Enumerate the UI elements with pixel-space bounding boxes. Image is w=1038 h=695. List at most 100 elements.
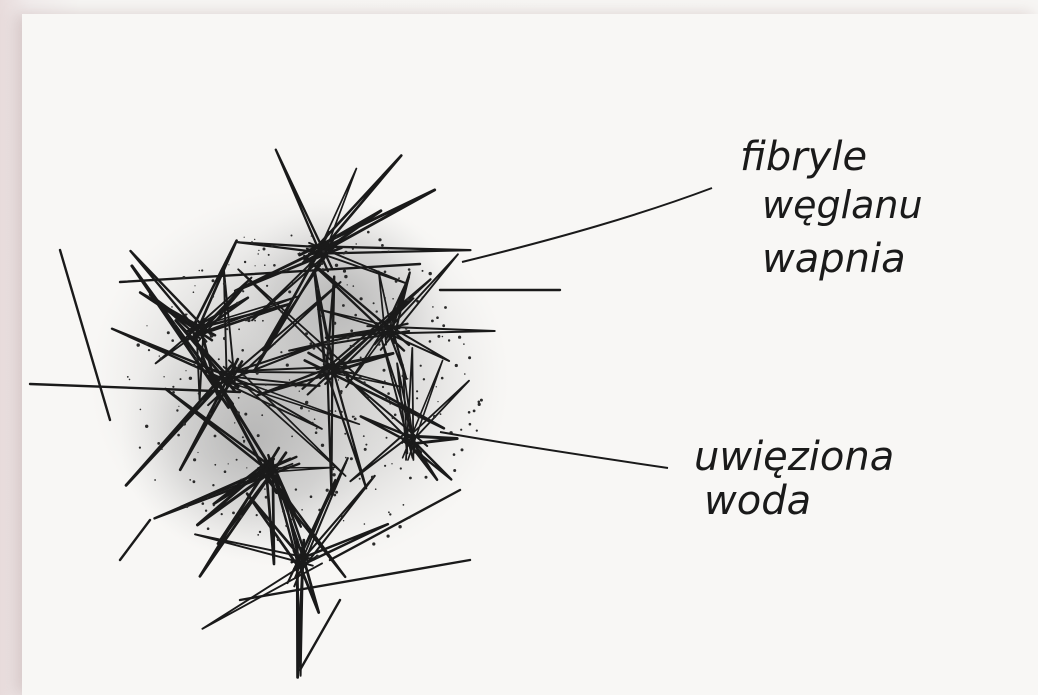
stipple-dot [291,235,293,237]
stipple-dot [205,510,207,512]
stipple-dot [291,436,293,438]
stipple-dot [289,379,290,380]
stipple-dot [194,285,195,286]
stipple-dot [332,468,334,470]
stipple-dot [305,332,308,335]
stipple-dot [340,515,343,518]
stipple-dot [359,346,361,348]
stipple-dot [350,345,352,347]
stipple-dot [265,496,268,499]
stipple-dot [193,291,195,293]
stipple-dot [199,270,201,272]
stipple-dot [383,290,384,291]
stipple-dot [224,470,227,473]
stipple-dot [201,269,203,271]
stipple-dot [178,406,179,407]
stipple-dot [378,238,381,241]
stipple-dot [267,523,268,524]
stipple-dot [207,527,210,530]
stipple-dot [292,282,294,284]
stipple-dot [436,316,439,319]
stipple-dot [409,517,411,519]
stipple-dot [478,401,481,404]
stipple-dot [431,320,434,323]
stipple-dot [343,520,344,521]
stipple-dot [228,255,229,256]
stipple-dot [468,356,471,359]
stipple-dot [316,449,318,451]
stipple-dot [383,327,385,329]
stipple-dot [251,241,254,244]
stipple-dot [264,488,266,490]
label-water-line-2: woda [704,478,811,524]
stipple-dot [347,336,349,338]
stipple-dot [350,376,352,378]
stipple-dot [343,270,346,273]
stipple-dot [244,237,245,238]
stipple-dot [316,555,319,558]
stipple-dot [209,413,211,415]
stipple-dot [378,343,381,346]
stipple-dot [350,329,353,332]
stipple-dot [371,476,374,479]
stipple-dot [383,369,386,372]
stipple-dot [387,392,390,395]
fibril-long-stroke [120,520,150,560]
stipple-dot [455,364,458,367]
stipple-dot [350,457,353,460]
stipple-dot [195,357,198,360]
stipple-dot [361,304,362,305]
stipple-dot [384,381,386,383]
stipple-dot [353,285,355,287]
stipple-dot [172,386,174,388]
stipple-dot [210,335,213,338]
stipple-dot [274,484,276,486]
stipple-dot [448,339,450,341]
stipple-dot [422,270,424,272]
stipple-dot [324,362,327,365]
stipple-dot [265,389,267,391]
stipple-dot [238,328,240,330]
stipple-dot [332,473,335,476]
stipple-dot [336,341,338,343]
stipple-dot [388,511,390,513]
stipple-dot [127,376,129,378]
stipple-dot [336,236,337,237]
stipple-dot [358,375,360,377]
stipple-dot [420,365,422,367]
stipple-dot [192,364,195,367]
leader-line-fibrils [462,188,712,262]
stipple-dot [373,302,375,304]
stipple-dot [161,448,163,450]
stipple-dot [370,532,372,534]
stipple-dot [288,290,291,293]
stipple-dot [240,515,243,518]
stipple-dot [325,370,328,373]
stipple-dot [385,297,386,298]
stipple-dot [344,433,346,435]
stipple-dot [321,315,323,317]
stipple-dot [274,343,276,345]
stipple-dot [282,510,285,513]
stipple-dot [365,444,367,446]
stipple-dot [381,244,384,247]
stipple-dot [177,434,180,437]
stipple-dot [244,318,247,321]
stipple-dot [236,459,238,461]
stipple-dot [429,272,432,275]
stipple-dot [305,401,308,404]
stipple-dot [364,344,366,346]
stipple-dot [354,314,357,317]
stipple-dot [255,265,256,266]
stipple-dot [299,391,300,392]
stipple-dot [172,391,175,394]
stipple-dot [285,269,288,272]
stipple-dot [242,374,244,376]
stipple-dot [352,345,354,347]
stipple-dot [214,435,217,438]
stipple-dot [384,271,387,274]
stipple-dot [363,435,365,437]
label-fibrils-line-3: wapnia [762,236,906,282]
